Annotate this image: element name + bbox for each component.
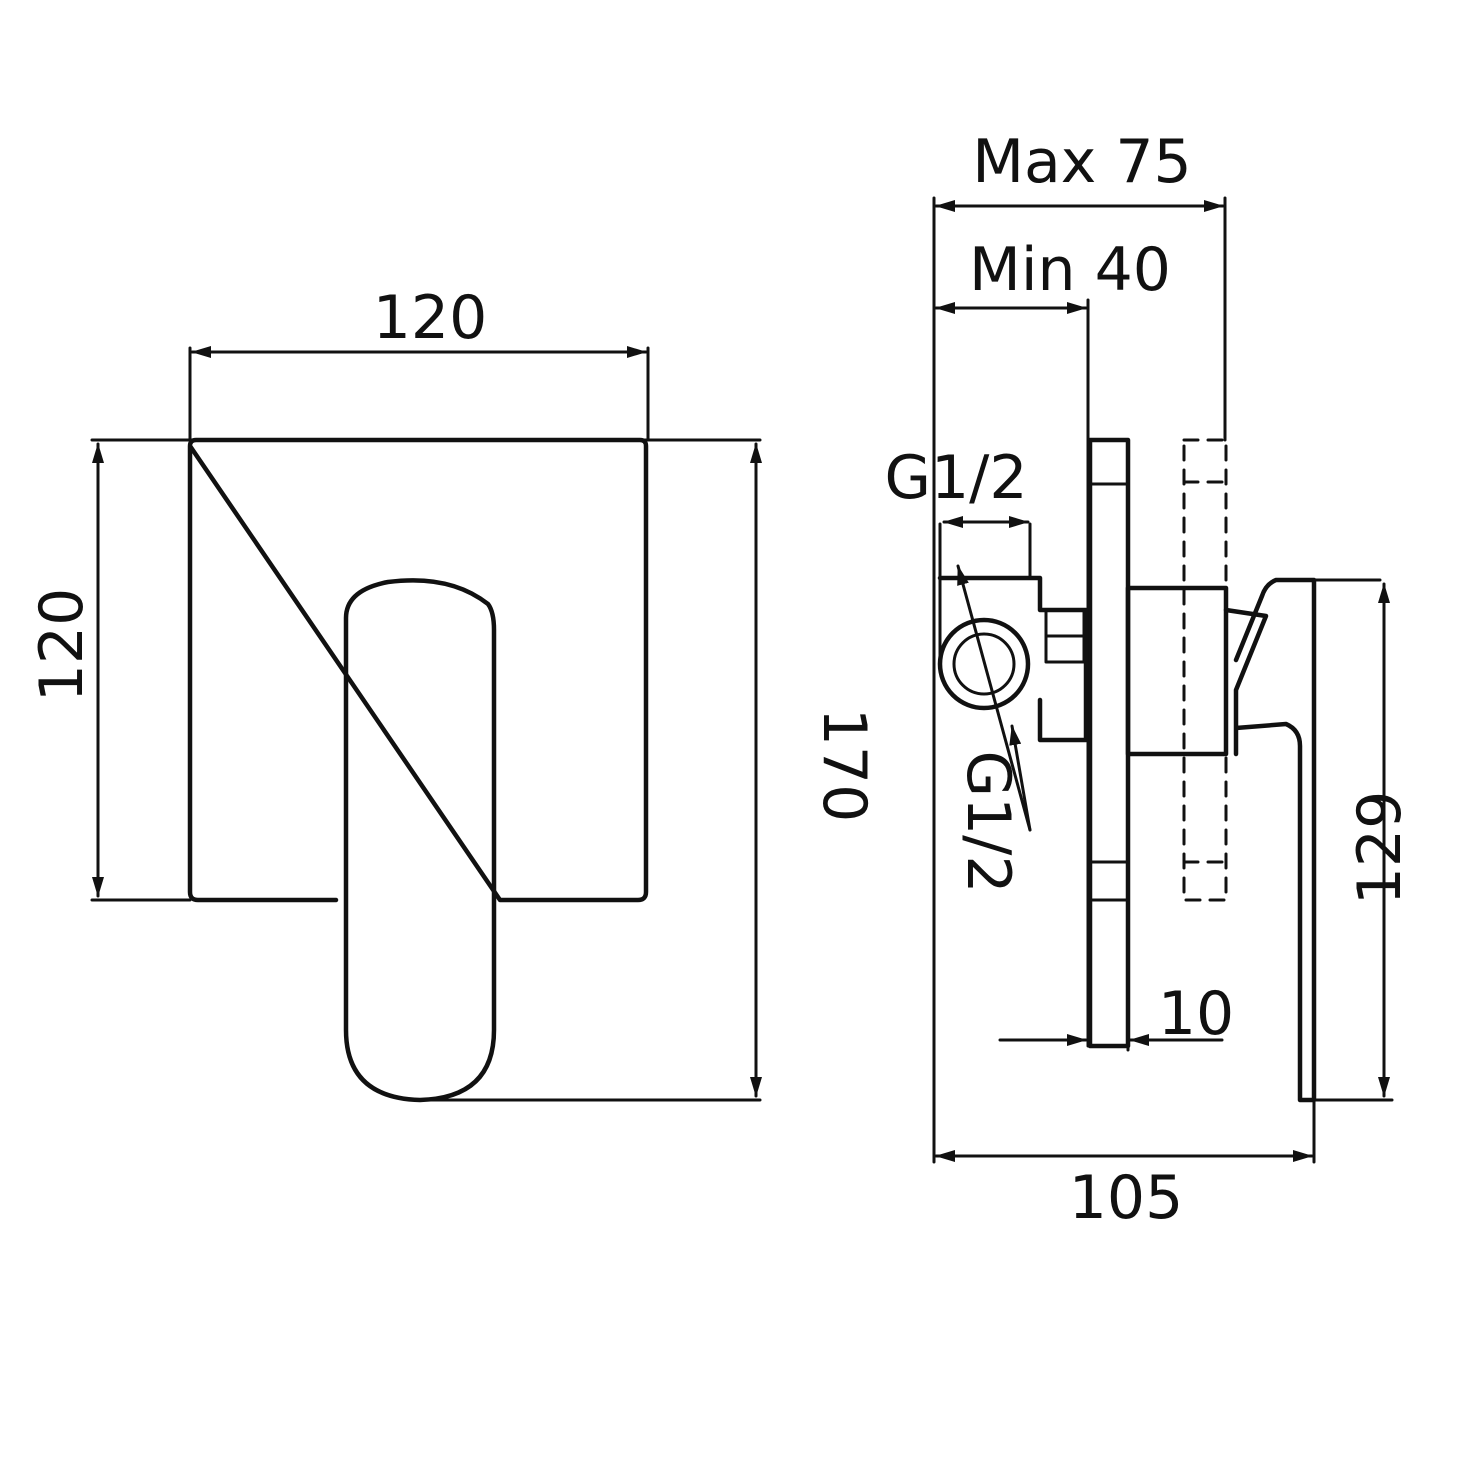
front-view: 120 120 170 (27, 283, 879, 1103)
overall-depth-label: 105 (1069, 1163, 1184, 1233)
valve-body (937, 575, 1089, 743)
plate-thickness-label: 10 (1158, 979, 1234, 1049)
side-view: Max 75 Min 40 G1/2 G1/2 (884, 127, 1415, 1233)
outlet-port-outer (937, 617, 1031, 711)
inlet-thread-label: G1/2 (884, 443, 1027, 513)
mounting-plate (1087, 437, 1131, 1049)
max-depth-label: Max 75 (972, 127, 1191, 197)
width-label: 120 (373, 283, 488, 353)
outlet-thread-label: G1/2 (953, 750, 1023, 893)
outlet-port-inner (952, 632, 1016, 696)
handle-side-profile (1223, 577, 1317, 1103)
outlet-thread-leader-arrow (1009, 724, 1032, 832)
cover-plate-dashed (1182, 438, 1228, 902)
plate-height-label: 120 (27, 588, 97, 703)
handle-outline (343, 578, 497, 1103)
cover-plate (187, 437, 649, 903)
cartridge-body (1125, 585, 1229, 757)
handle-height-label: 129 (1345, 791, 1415, 906)
min-depth-label: Min 40 (969, 235, 1171, 305)
total-height-label: 170 (809, 708, 879, 823)
outlet-thread-leader (956, 564, 1032, 832)
